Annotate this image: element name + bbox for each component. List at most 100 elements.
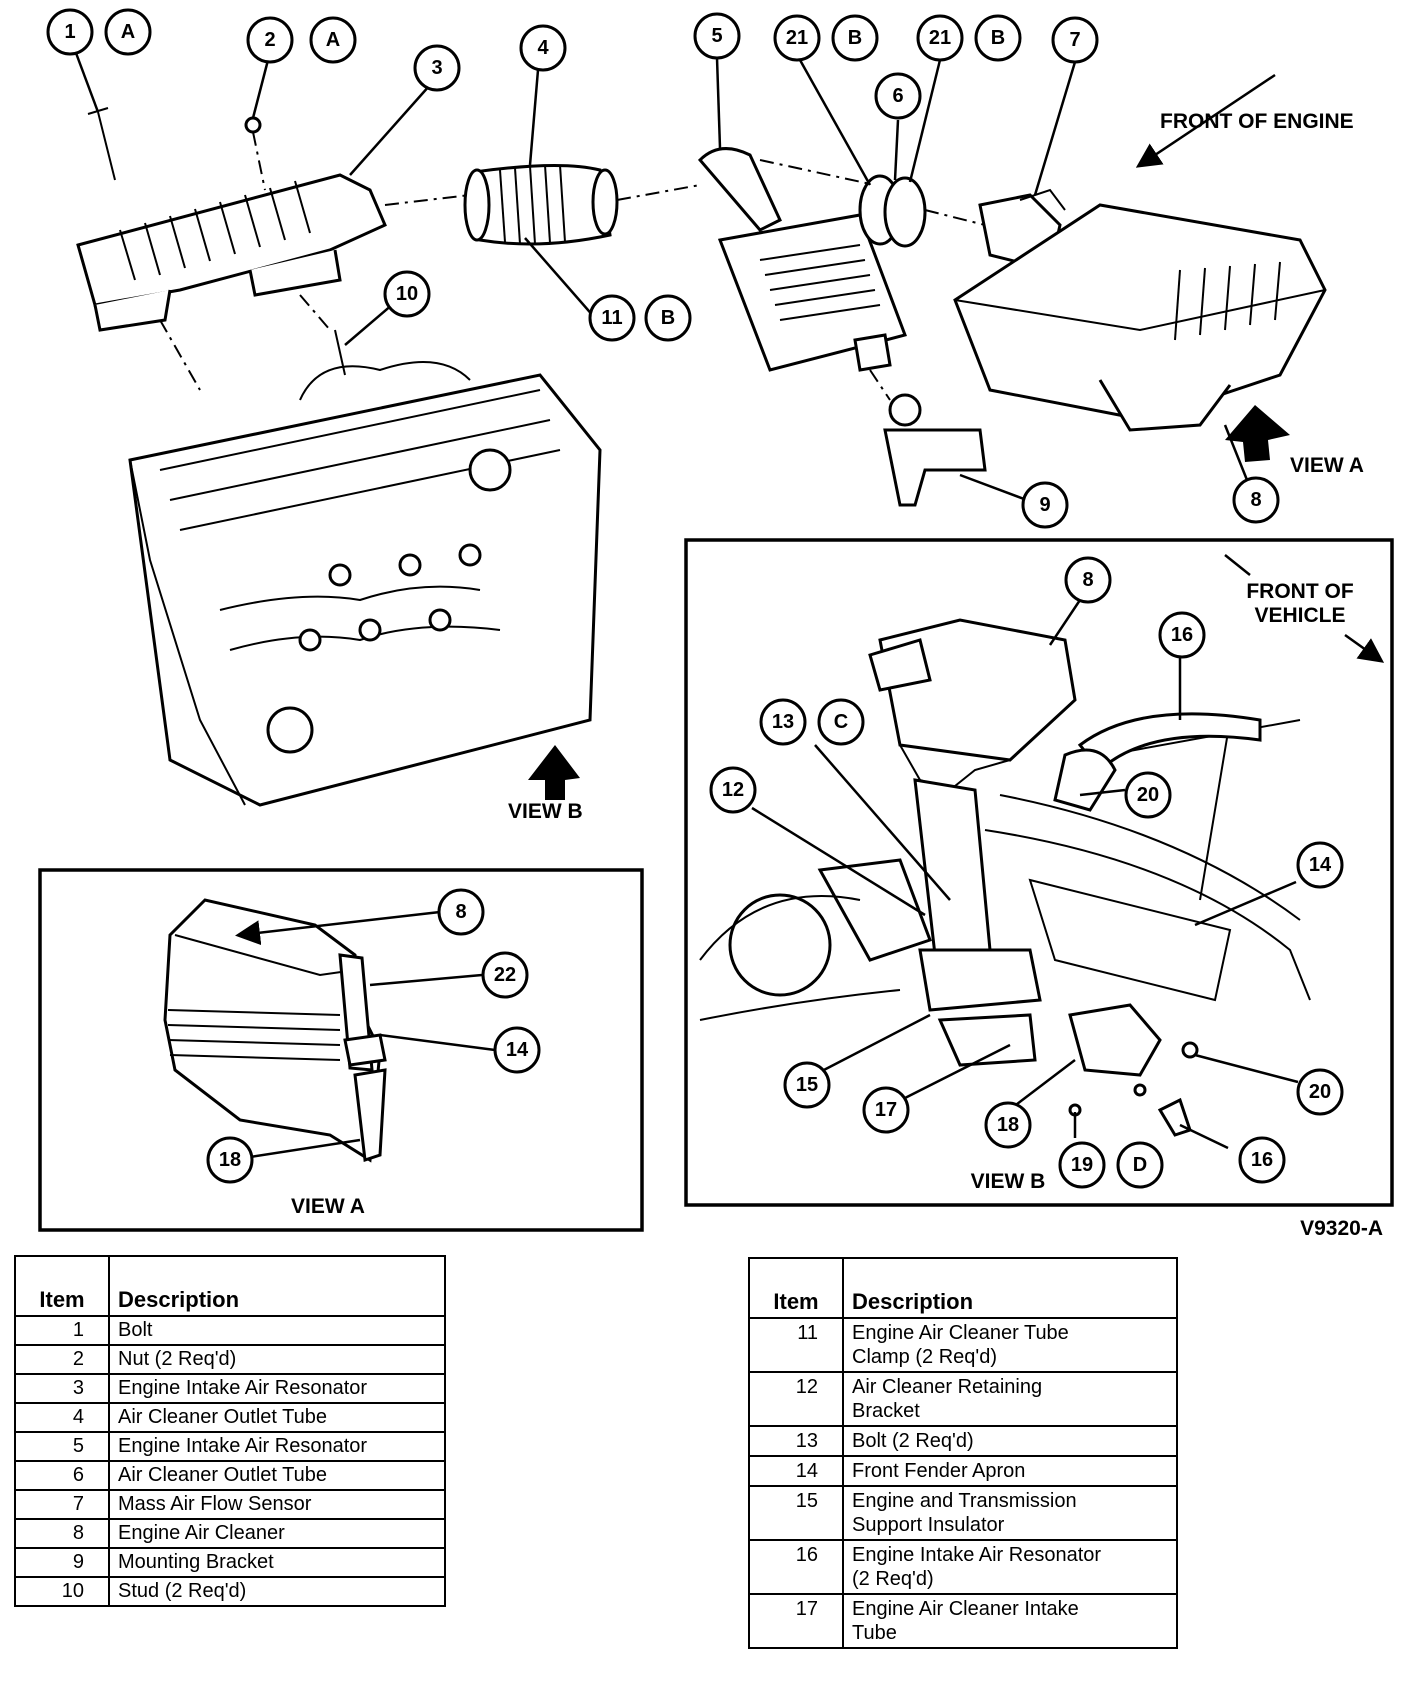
description-line-1: Engine Air Cleaner Tube (852, 1322, 1069, 1344)
callout-16-bottom: 16 (1238, 1136, 1286, 1184)
description-line-1: Engine and Transmission (852, 1490, 1077, 1512)
svg-text:15: 15 (796, 1074, 818, 1096)
svg-text:11: 11 (601, 307, 622, 329)
view-b-scene-drawing (699, 618, 1311, 1137)
item-description: Mounting Bracket (108, 1547, 446, 1578)
callout-c: C (817, 698, 865, 746)
description-line-1: Bolt (2 Req'd) (852, 1430, 974, 1452)
svg-text:4: 4 (537, 37, 549, 59)
description-line-1: Engine Intake Air Resonator (852, 1544, 1102, 1566)
callout-7: 7 (1051, 16, 1099, 64)
svg-text:8: 8 (1250, 489, 1261, 511)
svg-text:A: A (121, 21, 135, 43)
view-b-arrow (528, 745, 580, 800)
item-number: 17 (748, 1593, 844, 1649)
item-number: 4 (14, 1402, 110, 1433)
callout-b-2: B (974, 14, 1022, 62)
svg-text:2: 2 (264, 29, 275, 51)
view-a-label: VIEW A (1290, 454, 1364, 477)
item-number: 11 (748, 1317, 844, 1373)
item-number: 5 (14, 1431, 110, 1462)
svg-text:13: 13 (772, 711, 794, 733)
svg-text:B: B (991, 27, 1005, 49)
callout-a-1: A (104, 8, 152, 56)
item-number: 13 (748, 1425, 844, 1457)
callout-22: 22 (481, 951, 529, 999)
item-description: Mass Air Flow Sensor (108, 1489, 446, 1520)
item-number: 14 (748, 1455, 844, 1487)
item-description: Stud (2 Req'd) (108, 1576, 446, 1607)
svg-text:6: 6 (892, 85, 903, 107)
air-cleaner-8-drawing (953, 188, 1327, 432)
callout-18-view-a: 18 (206, 1136, 254, 1184)
view-a-scene-drawing (163, 898, 387, 1163)
callout-6: 6 (874, 72, 922, 120)
item-description: Air Cleaner Outlet Tube (108, 1402, 446, 1433)
svg-text:18: 18 (219, 1149, 241, 1171)
callout-b-1: B (831, 14, 879, 62)
callout-13: 13 (759, 698, 807, 746)
svg-text:20: 20 (1309, 1081, 1331, 1103)
callout-11: 11 (588, 294, 636, 342)
item-number: 7 (14, 1489, 110, 1520)
callout-16-top: 16 (1158, 611, 1206, 659)
description-line-1: Engine Air Cleaner Intake (852, 1598, 1079, 1620)
item-number: 3 (14, 1373, 110, 1404)
legend-header-row: Item Description (748, 1257, 1178, 1319)
svg-text:9: 9 (1039, 494, 1050, 516)
view-a-inset-frame (38, 868, 644, 1232)
description-line-1: Front Fender Apron (852, 1460, 1026, 1482)
description-line-2: Tube (852, 1622, 897, 1644)
svg-text:7: 7 (1069, 29, 1080, 51)
svg-text:16: 16 (1251, 1149, 1273, 1171)
item-description: Nut (2 Req'd) (108, 1344, 446, 1375)
front-of-vehicle-label-1: FRONT OF (1246, 580, 1353, 603)
svg-text:21: 21 (786, 27, 808, 49)
callout-12: 12 (709, 766, 757, 814)
view-a-inset-label: VIEW A (291, 1195, 365, 1218)
item-description: Bolt (108, 1315, 446, 1346)
resonator-5-drawing (697, 147, 907, 401)
svg-text:21: 21 (929, 27, 951, 49)
svg-text:10: 10 (396, 283, 418, 305)
callout-20-top: 20 (1124, 771, 1172, 819)
item-description: Engine Intake Air Resonator (108, 1431, 446, 1462)
view-b-inset-label: VIEW B (971, 1170, 1046, 1193)
callout-21-right: 21 (916, 14, 964, 62)
outlet-tube-4-drawing (463, 163, 701, 246)
item-description: Bolt (2 Req'd) (842, 1425, 1178, 1457)
svg-text:A: A (326, 29, 340, 51)
view-b-label: VIEW B (508, 800, 583, 823)
svg-text:16: 16 (1171, 624, 1193, 646)
item-number: 6 (14, 1460, 110, 1491)
callout-18-view-b: 18 (984, 1101, 1032, 1149)
outlet-tube-6-drawing (858, 174, 986, 248)
svg-text:12: 12 (722, 779, 744, 801)
description-line-1: Air Cleaner Retaining (852, 1376, 1043, 1398)
item-number: 2 (14, 1344, 110, 1375)
callout-9: 9 (1021, 481, 1069, 529)
svg-text:B: B (848, 27, 862, 49)
svg-text:C: C (834, 711, 848, 733)
callout-3: 3 (413, 44, 461, 92)
legend-header-row: Item Description (14, 1255, 446, 1317)
callout-19: 19 (1058, 1141, 1106, 1189)
description-line-2: Clamp (2 Req'd) (852, 1346, 997, 1368)
svg-text:3: 3 (431, 57, 442, 79)
front-of-vehicle-label-2: VEHICLE (1254, 604, 1345, 627)
callout-14-view-a: 14 (493, 1026, 541, 1074)
description-header: Description (108, 1255, 446, 1317)
description-line-2: (2 Req'd) (852, 1568, 934, 1590)
figure-id: V9320-A (1300, 1217, 1383, 1240)
view-a-arrow (1225, 405, 1290, 462)
